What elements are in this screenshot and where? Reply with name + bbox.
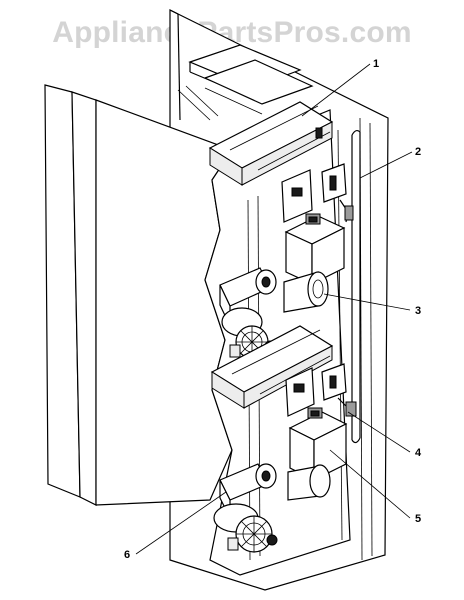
callout-label-2: 2 <box>415 146 421 158</box>
upper-control-block <box>281 163 354 223</box>
lower-burner-wheel <box>227 515 278 553</box>
callout-label-6: 6 <box>124 549 130 561</box>
callout-label-3: 3 <box>415 305 421 317</box>
callout-label-5: 5 <box>415 513 421 525</box>
callout-label-4: 4 <box>415 447 422 459</box>
callout-label-1: 1 <box>373 58 379 70</box>
callout-leader-lines <box>135 63 413 555</box>
upper-cylinder-part-3 <box>283 271 329 313</box>
lower-control-block <box>285 363 357 417</box>
cabinet-side-panel <box>44 84 233 506</box>
upper-transformer-box <box>284 213 346 285</box>
top-frame-bars <box>177 44 314 121</box>
upper-side-component <box>219 267 277 337</box>
upper-rail-part-1 <box>208 101 334 186</box>
vertical-tube-part-2 <box>351 129 361 444</box>
middle-rail <box>210 325 334 409</box>
lower-cylinder <box>287 464 331 501</box>
